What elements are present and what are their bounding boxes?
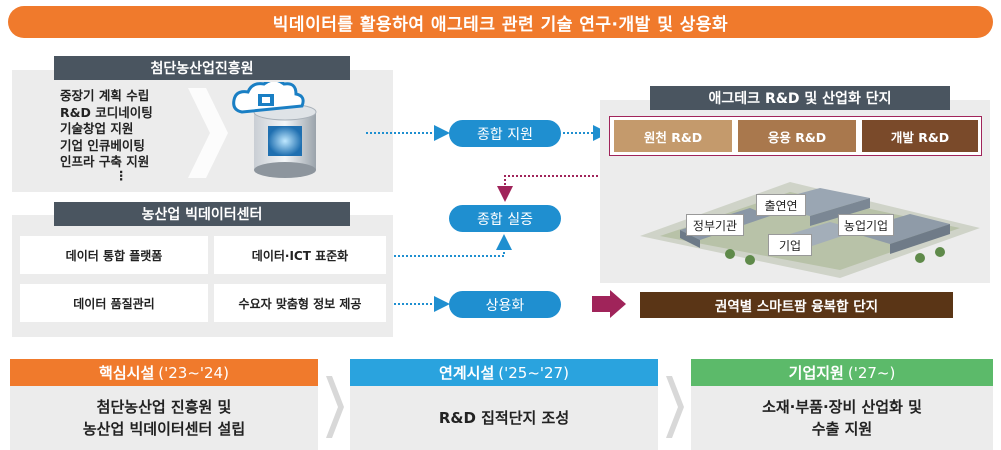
step-company-years: ('27~): [847, 363, 896, 382]
complex-building-illustration: [640, 182, 980, 278]
step-company-label: 기업지원: [788, 364, 844, 382]
step-core-line: 첨단농산업 진흥원 및: [96, 398, 232, 416]
label-research-institute: 출연연: [756, 194, 806, 216]
step-link-label: 연계시설: [439, 364, 495, 382]
label-government: 정부기관: [686, 214, 744, 236]
hq-title: 첨단농산업진흥원: [54, 56, 350, 80]
label-company: 기업: [768, 234, 812, 256]
step-core-title: 핵심시설('23~'24): [10, 359, 318, 386]
bigdata-cell: 데이터·ICT 표준화: [214, 236, 386, 274]
rd-applied: 응용 R&D: [738, 120, 856, 152]
hq-item: 인프라 구축 지원: [60, 154, 150, 169]
rd-basic: 원천 R&D: [614, 120, 732, 152]
smartfarm-bar: 권역별 스마트팜 융복합 단지: [640, 292, 953, 318]
title-banner: 빅데이터를 활용하여 애그테크 관련 기술 연구·개발 및 상용화: [8, 6, 993, 38]
step-company-line: 수출 지원: [811, 420, 873, 438]
bigdata-cell: 데이터 품질관리: [20, 284, 208, 322]
chevron-right-icon: [326, 376, 344, 438]
hq-item: ⋮: [115, 167, 128, 183]
cloud-server-icon: [232, 82, 317, 178]
bigdata-cell: 데이터 통합 플랫폼: [20, 236, 208, 274]
hq-item: 기술창업 지원: [60, 121, 134, 136]
step-company-line: 소재·부품·장비 산업화 및: [762, 398, 922, 416]
step-core-years: ('23~'24): [158, 363, 229, 382]
step-link-title: 연계시설('25~'27): [350, 359, 658, 386]
rd-development: 개발 R&D: [862, 120, 978, 152]
bigdata-cell: 수요자 맞춤형 정보 제공: [214, 284, 386, 322]
step-link-body: R&D 집적단지 조성: [350, 386, 658, 450]
step-link-line: R&D 집적단지 조성: [438, 409, 570, 427]
step-link-years: ('25~'27): [498, 363, 569, 382]
hq-item: R&D 코디네이팅: [60, 104, 153, 120]
commercial-pill: 상용화: [449, 291, 561, 318]
label-agri-company: 농업기업: [838, 214, 894, 236]
step-core-line: 농산업 빅데이터센터 설립: [82, 420, 246, 438]
support-pill: 종합 지원: [449, 120, 561, 147]
chevron-arrow-icon: [188, 88, 228, 178]
complex-title: 애그테크 R&D 및 산업화 단지: [650, 86, 950, 110]
step-company-title: 기업지원('27~): [691, 359, 993, 386]
bigdata-title: 농산업 빅데이터센터: [54, 202, 350, 226]
hq-function-list: 중장기 계획 수립 R&D 코디네이팅 기술창업 지원 기업 인큐베이팅 인프라…: [60, 88, 220, 181]
chevron-right-icon: [666, 376, 684, 438]
hq-item: 중장기 계획 수립: [60, 88, 150, 103]
hq-item: 기업 인큐베이팅: [60, 137, 145, 153]
step-core-label: 핵심시설: [99, 364, 155, 382]
verify-pill: 종합 실증: [449, 205, 561, 232]
